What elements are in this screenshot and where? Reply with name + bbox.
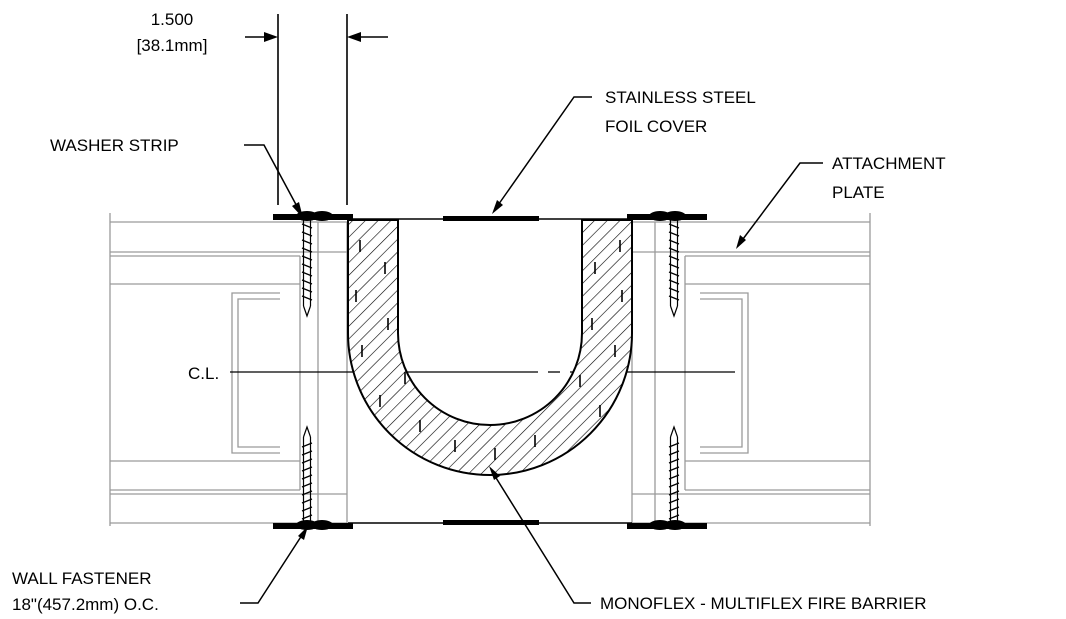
wall-fastener-label-line1: WALL FASTENER xyxy=(12,569,152,588)
fastener-bottom-left xyxy=(301,425,313,523)
leader-attachment-plate xyxy=(736,162,823,249)
leader-fire-barrier xyxy=(489,466,591,604)
foil-cover-label-line2: FOIL COVER xyxy=(605,117,707,136)
washer-strip-bottom-right xyxy=(627,520,707,530)
foil-cover-top xyxy=(348,216,632,221)
fastener-bottom-right xyxy=(668,425,680,523)
foil-cover-bottom xyxy=(348,520,632,525)
dimension-imperial-text: 1.500 xyxy=(151,10,194,29)
foil-cover-label-line1: STAINLESS STEEL xyxy=(605,88,756,107)
leader-washer-strip xyxy=(244,144,303,218)
leader-wall-fastener xyxy=(240,526,308,604)
fastener-top-right xyxy=(668,220,680,318)
leader-foil-cover xyxy=(492,96,592,214)
dimension-metric-text: [38.1mm] xyxy=(137,36,208,55)
attachment-plate-label-line1: ATTACHMENT xyxy=(832,154,946,173)
washer-strip-bottom-left xyxy=(273,520,353,530)
washer-strip-top-left xyxy=(273,211,353,221)
washer-strip-top-right xyxy=(627,211,707,221)
attachment-plate-label-line2: PLATE xyxy=(832,183,885,202)
washer-strip-label: WASHER STRIP xyxy=(50,136,179,155)
fastener-top-left xyxy=(301,220,313,318)
fire-barrier-label: MONOFLEX - MULTIFLEX FIRE BARRIER xyxy=(600,594,927,613)
centerline-label: C.L. xyxy=(188,364,219,383)
dimension-1500: 1.500 [38.1mm] xyxy=(137,10,388,205)
fire-barrier xyxy=(347,219,633,476)
wall-fastener-label-line2: 18"(457.2mm) O.C. xyxy=(12,595,159,614)
right-wall-assembly xyxy=(631,213,871,526)
